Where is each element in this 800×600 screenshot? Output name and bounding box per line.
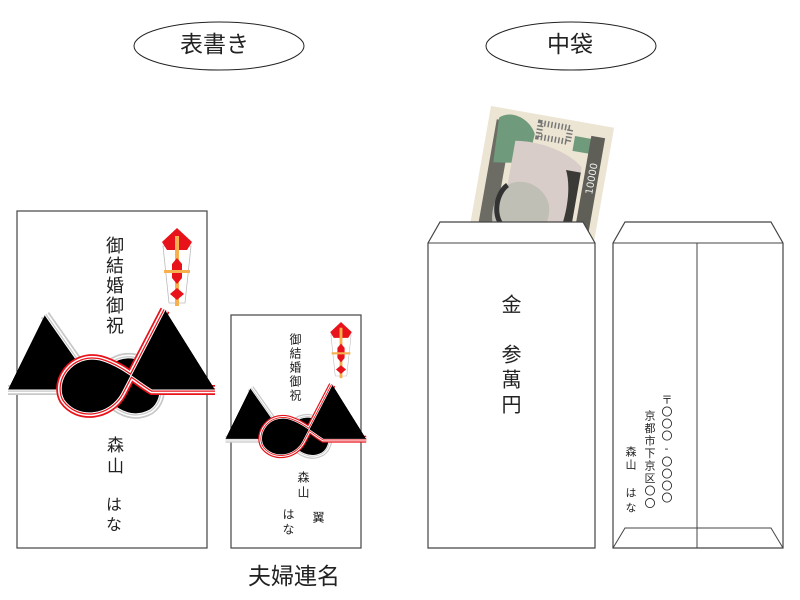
envelope-couple-family-name: 森山 [296,471,310,501]
inner-back-address: 京都市下京区〇〇 [643,410,656,510]
envelope-couple-husband-name: 翼 [311,511,325,523]
envelope-main-family-name: 森山 [103,436,123,478]
envelope-main-title: 御結婚御祝 [103,236,124,336]
envelope-main-given-name: はな [103,496,122,536]
envelope-couple-wife-name: はな [281,508,295,538]
inner-back-given-name: はな [624,487,637,517]
label-nakabukuro: 中袋 [547,32,593,58]
inner-front-amount: 参萬円 [498,344,522,419]
label-fufu-renmei: 夫婦連名 [248,564,340,590]
inner-envelope-back [612,221,784,549]
inner-front-kin: 金 [498,294,522,314]
inner-back-family-name: 森山 [624,446,637,472]
envelope-couple-title: 御結婚御祝 [288,333,302,403]
banknote-denomination: 10000 [584,162,600,195]
inner-back-postal-code: 〒〇〇〇-〇〇〇〇 [660,394,673,504]
label-ellipse-omotegaki [133,21,305,71]
label-omotegaki: 表書き [180,32,249,58]
label-ellipse-nakabukuro [485,21,657,71]
